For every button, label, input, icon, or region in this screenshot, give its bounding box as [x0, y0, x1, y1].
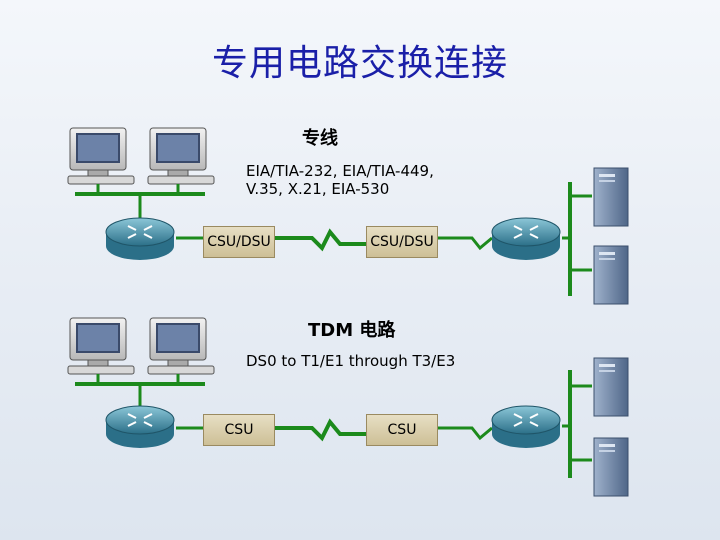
- serial-link-icon: [275, 418, 368, 442]
- csu-dsu-left: CSU/DSU: [203, 226, 275, 258]
- interfaces-line-2: V.35, X.21, EIA-530: [246, 180, 390, 198]
- router-icon: [105, 217, 175, 261]
- server-icon: [593, 245, 629, 305]
- interfaces-line-1: EIA/TIA-232, EIA/TIA-449,: [246, 162, 434, 180]
- tdm-rates: DS0 to T1/E1 through T3/E3: [246, 352, 456, 370]
- router-icon: [491, 405, 561, 449]
- pc-icon: [67, 317, 135, 375]
- server-icon: [593, 357, 629, 417]
- csu-right: CSU: [366, 414, 438, 446]
- server-icon: [593, 437, 629, 497]
- tdm-caption: TDM 电路: [308, 320, 396, 341]
- serial-link-icon: [275, 228, 368, 252]
- pc-icon: [147, 127, 215, 185]
- csu-left: CSU: [203, 414, 275, 446]
- pc-icon: [67, 127, 135, 185]
- pc-icon: [147, 317, 215, 375]
- router-icon: [105, 405, 175, 449]
- csu-dsu-right: CSU/DSU: [366, 226, 438, 258]
- slide-title: 专用电路交换连接: [211, 43, 508, 84]
- leased-line-caption: 专线: [302, 128, 338, 149]
- server-icon: [593, 167, 629, 227]
- router-icon: [491, 217, 561, 261]
